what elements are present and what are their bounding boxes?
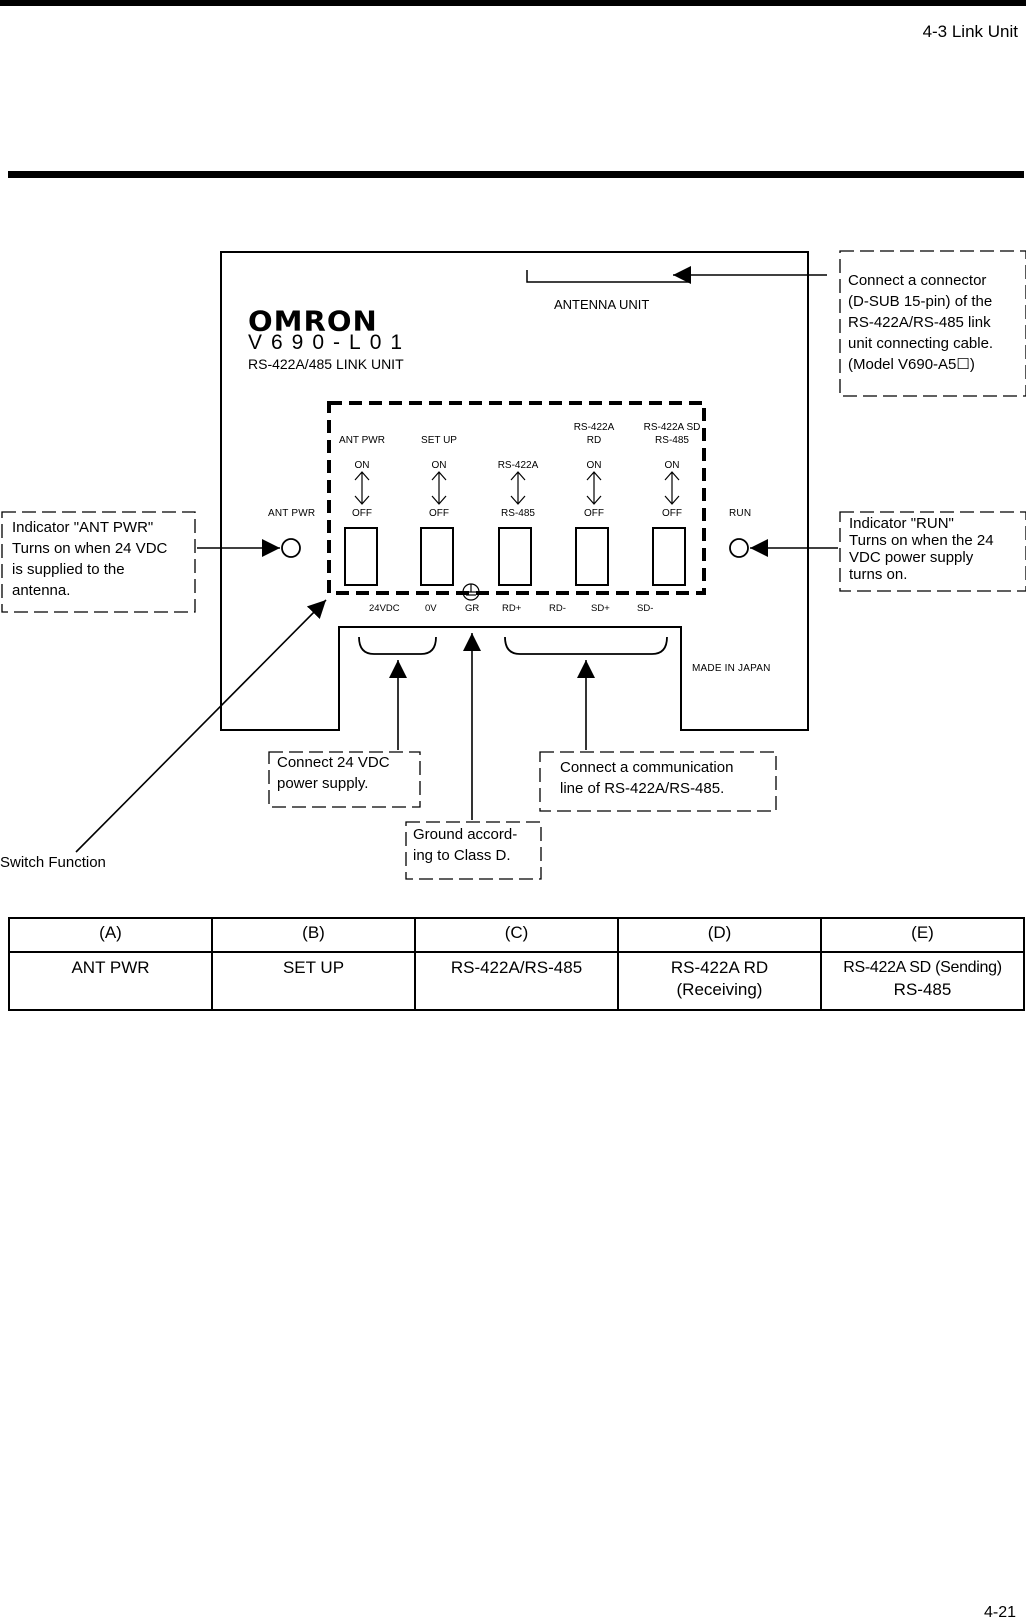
table-header-cell: (E) bbox=[820, 917, 1025, 953]
callout-box-run bbox=[839, 511, 1026, 592]
table-cell: ANT PWR bbox=[8, 951, 213, 1011]
switch-arrow-b bbox=[431, 471, 447, 505]
switch-arrow-d bbox=[586, 471, 602, 505]
switch-arrow-c bbox=[510, 471, 526, 505]
table-header-cell: (C) bbox=[414, 917, 619, 953]
switch-c-top: RS-422A bbox=[497, 460, 539, 471]
switch-arrow-e bbox=[664, 471, 680, 505]
unit-subtitle: RS-422A/485 LINK UNIT bbox=[248, 356, 404, 372]
table-row: ANT PWR SET UP RS-422A/RS-485 RS-422A RD… bbox=[8, 951, 1025, 1011]
run-indicator-led bbox=[729, 538, 749, 558]
callout-ground-text: Ground accord- ing to Class D. bbox=[413, 826, 518, 864]
callout-box-connector bbox=[839, 250, 1026, 397]
callout-ant-pwr-text: Indicator "ANT PWR" Turns on when 24 VDC… bbox=[12, 519, 168, 599]
switch-d-name: RD bbox=[586, 435, 602, 446]
terminal-label: GR bbox=[465, 603, 480, 614]
switch-a bbox=[344, 527, 378, 586]
terminal-label: RD+ bbox=[502, 603, 522, 614]
section-rule bbox=[8, 171, 1024, 178]
switch-d bbox=[575, 527, 609, 586]
ground-symbol bbox=[462, 583, 480, 601]
table-header-cell: (B) bbox=[211, 917, 416, 953]
callout-power-text: Connect 24 VDC power supply. bbox=[277, 754, 390, 792]
terminal-label: RD- bbox=[549, 603, 566, 614]
switch-e-title: RS-422A SD bbox=[643, 422, 701, 433]
switch-d-title: RS-422A bbox=[573, 422, 615, 433]
antenna-connector-bracket bbox=[526, 270, 689, 283]
switch-c-bottom: RS-485 bbox=[501, 508, 535, 519]
callout-run-text: Indicator "RUN" Turns on when the 24 VDC… bbox=[849, 515, 994, 583]
terminal-label: 0V bbox=[425, 603, 437, 614]
switch-e-off: OFF bbox=[662, 508, 682, 519]
switch-function-label: Switch Function bbox=[0, 854, 106, 871]
switch-e-name: RS-485 bbox=[655, 435, 689, 446]
switch-a-name: ANT PWR bbox=[339, 435, 385, 446]
switch-b-on: ON bbox=[431, 460, 447, 471]
table-cell: RS-422A/RS-485 bbox=[414, 951, 619, 1011]
top-rule bbox=[0, 0, 1026, 6]
power-terminal-brace bbox=[358, 636, 437, 655]
table-header-row: (A) (B) (C) (D) (E) bbox=[8, 917, 1025, 953]
terminal-label: 24VDC bbox=[369, 603, 400, 614]
switch-c bbox=[498, 527, 532, 586]
switch-d-on: ON bbox=[586, 460, 602, 471]
switch-e bbox=[652, 527, 686, 586]
antenna-unit-label: ANTENNA UNIT bbox=[554, 297, 650, 312]
page-number: 4-21 bbox=[983, 1604, 1016, 1621]
switch-b bbox=[420, 527, 454, 586]
callout-box-ground bbox=[405, 821, 542, 880]
table-header-cell: (A) bbox=[8, 917, 213, 953]
comm-terminal-brace bbox=[504, 636, 668, 655]
ant-pwr-indicator-led bbox=[281, 538, 301, 558]
switch-area-dashed bbox=[327, 401, 706, 595]
table-cell: RS-422A SD (Sending) RS-485 bbox=[820, 951, 1025, 1011]
link-unit-diagram bbox=[1, 250, 1026, 880]
table-cell: RS-422A RD (Receiving) bbox=[617, 951, 822, 1011]
callout-connector-text: Connect a connector (D-SUB 15-pin) of th… bbox=[848, 272, 994, 373]
callout-box-power bbox=[268, 751, 421, 808]
callout-comm-text: Connect a communication line of RS-422A/… bbox=[560, 759, 734, 797]
run-indicator-label: RUN bbox=[729, 508, 752, 519]
switch-arrow-a bbox=[354, 471, 370, 505]
table-header-cell: (D) bbox=[617, 917, 822, 953]
ant-pwr-indicator-label: ANT PWR bbox=[268, 508, 316, 519]
switch-a-on: ON bbox=[354, 460, 370, 471]
made-in-japan-label: MADE IN JAPAN bbox=[692, 663, 771, 674]
terminal-label: SD+ bbox=[591, 603, 610, 614]
switch-b-off: OFF bbox=[429, 508, 449, 519]
callout-box-ant-pwr bbox=[1, 511, 196, 613]
switch-b-name: SET UP bbox=[421, 435, 457, 446]
section-header: 4-3 Link Unit bbox=[922, 22, 1018, 41]
switch-arrows bbox=[354, 471, 680, 505]
switch-function-table: (A) (B) (C) (D) (E) ANT PWR SET UP RS-42… bbox=[8, 917, 1025, 1011]
terminal-label: SD- bbox=[637, 603, 654, 614]
table-cell: SET UP bbox=[211, 951, 416, 1011]
model-number: V690-L01 bbox=[248, 331, 412, 354]
callout-box-comm bbox=[539, 751, 777, 812]
switch-d-off: OFF bbox=[584, 508, 604, 519]
omron-logo: OMRON bbox=[248, 304, 378, 338]
switch-a-off: OFF bbox=[352, 508, 372, 519]
leader-switch-function bbox=[75, 599, 327, 853]
panel-outline bbox=[220, 251, 809, 731]
switch-e-on: ON bbox=[664, 460, 680, 471]
